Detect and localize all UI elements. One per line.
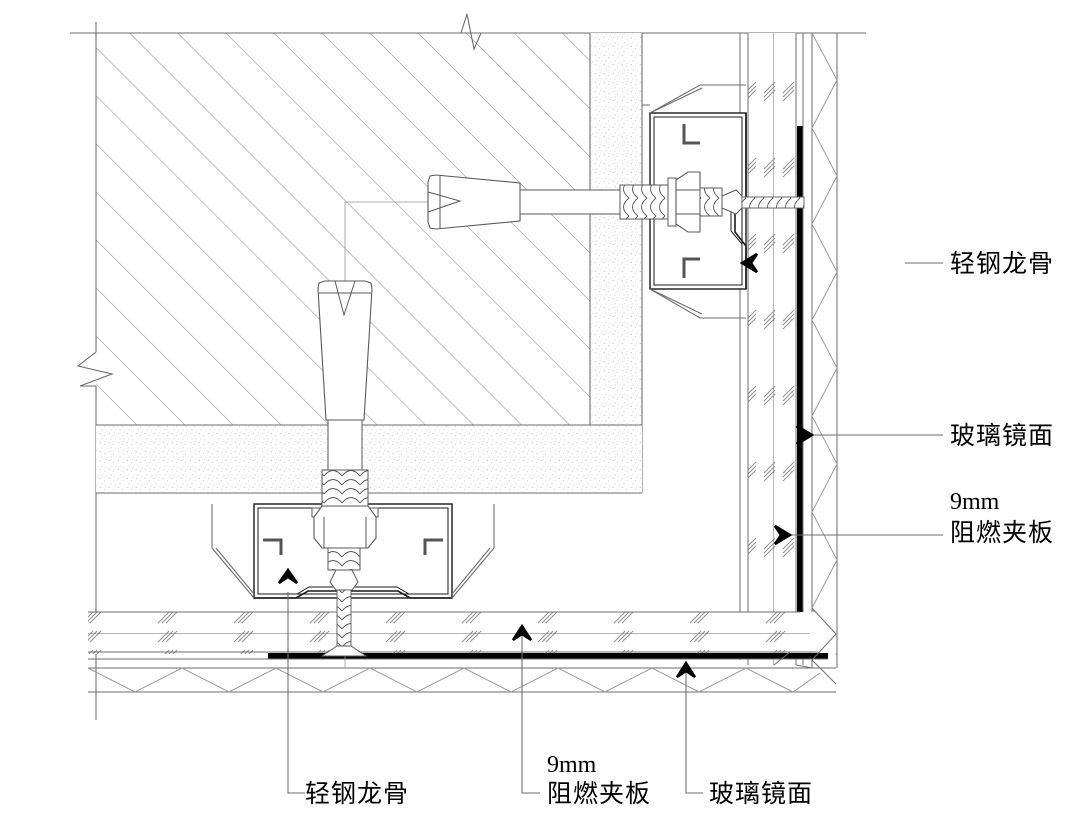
break-line-left: [76, 351, 114, 387]
plaster-render-layer: [96, 33, 643, 494]
break-line-top: [455, 13, 490, 51]
wall-finish-layers-right: [739, 32, 838, 668]
label-bottom-mirror: 玻璃镜面: [709, 781, 814, 808]
expansion-anchor-vertical: [311, 216, 379, 668]
label-right-keel: 轻钢龙骨: [950, 251, 1055, 278]
leader-lines-bottom: [287, 592, 703, 794]
clip-arrow-bottom-keel: [277, 567, 299, 585]
label-right-plywood-thickness: 9mm: [950, 489, 1000, 515]
ceiling-finish-layers-bottom: [87, 611, 836, 693]
corner-mitre-joint: [773, 607, 837, 685]
leader-lines-right: [790, 262, 943, 536]
leader-arrow-bottom-plywood: [511, 623, 533, 642]
label-bottom-plywood: 阻燃夹板: [547, 781, 652, 808]
leader-arrow-right-plywood: [773, 524, 793, 546]
label-bottom-keel: 轻钢龙骨: [305, 781, 410, 808]
clip-arrow-right-keel: [739, 252, 759, 274]
label-right-plywood: 阻燃夹板: [950, 520, 1055, 547]
label-bottom-plywood-thickness: 9mm: [547, 752, 597, 778]
leader-arrow-right-mirror: [795, 424, 815, 446]
expansion-anchor-horizontal: [344, 171, 805, 233]
label-right-mirror: 玻璃镜面: [950, 423, 1055, 450]
leader-arrow-bottom-mirror: [675, 660, 697, 679]
